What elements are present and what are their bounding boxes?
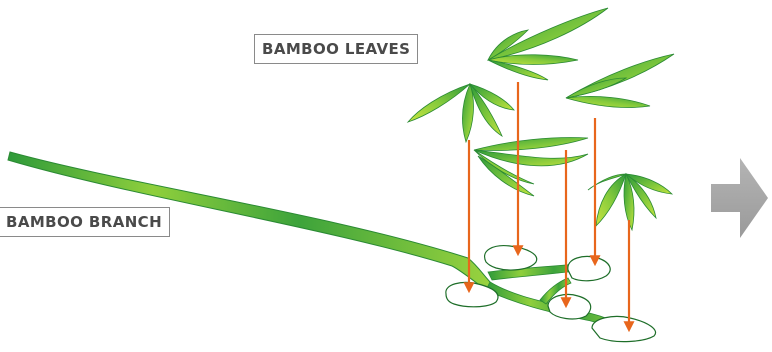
- leaf-cluster: [566, 54, 674, 108]
- leaf-cluster: [488, 8, 608, 80]
- leaf-socket: [548, 294, 591, 319]
- leaf-cluster: [474, 138, 588, 197]
- bamboo-branch: [8, 152, 632, 334]
- right-arrow-icon: [711, 158, 768, 238]
- bamboo-leaves: [408, 8, 674, 230]
- leaf-socket: [592, 316, 656, 341]
- leaf-socket: [568, 257, 610, 281]
- leaf-socket: [485, 246, 537, 270]
- bamboo-leaves-label: BAMBOO LEAVES: [254, 34, 418, 64]
- bamboo-branch-label: BAMBOO BRANCH: [0, 207, 170, 237]
- leaf-cluster: [408, 84, 514, 142]
